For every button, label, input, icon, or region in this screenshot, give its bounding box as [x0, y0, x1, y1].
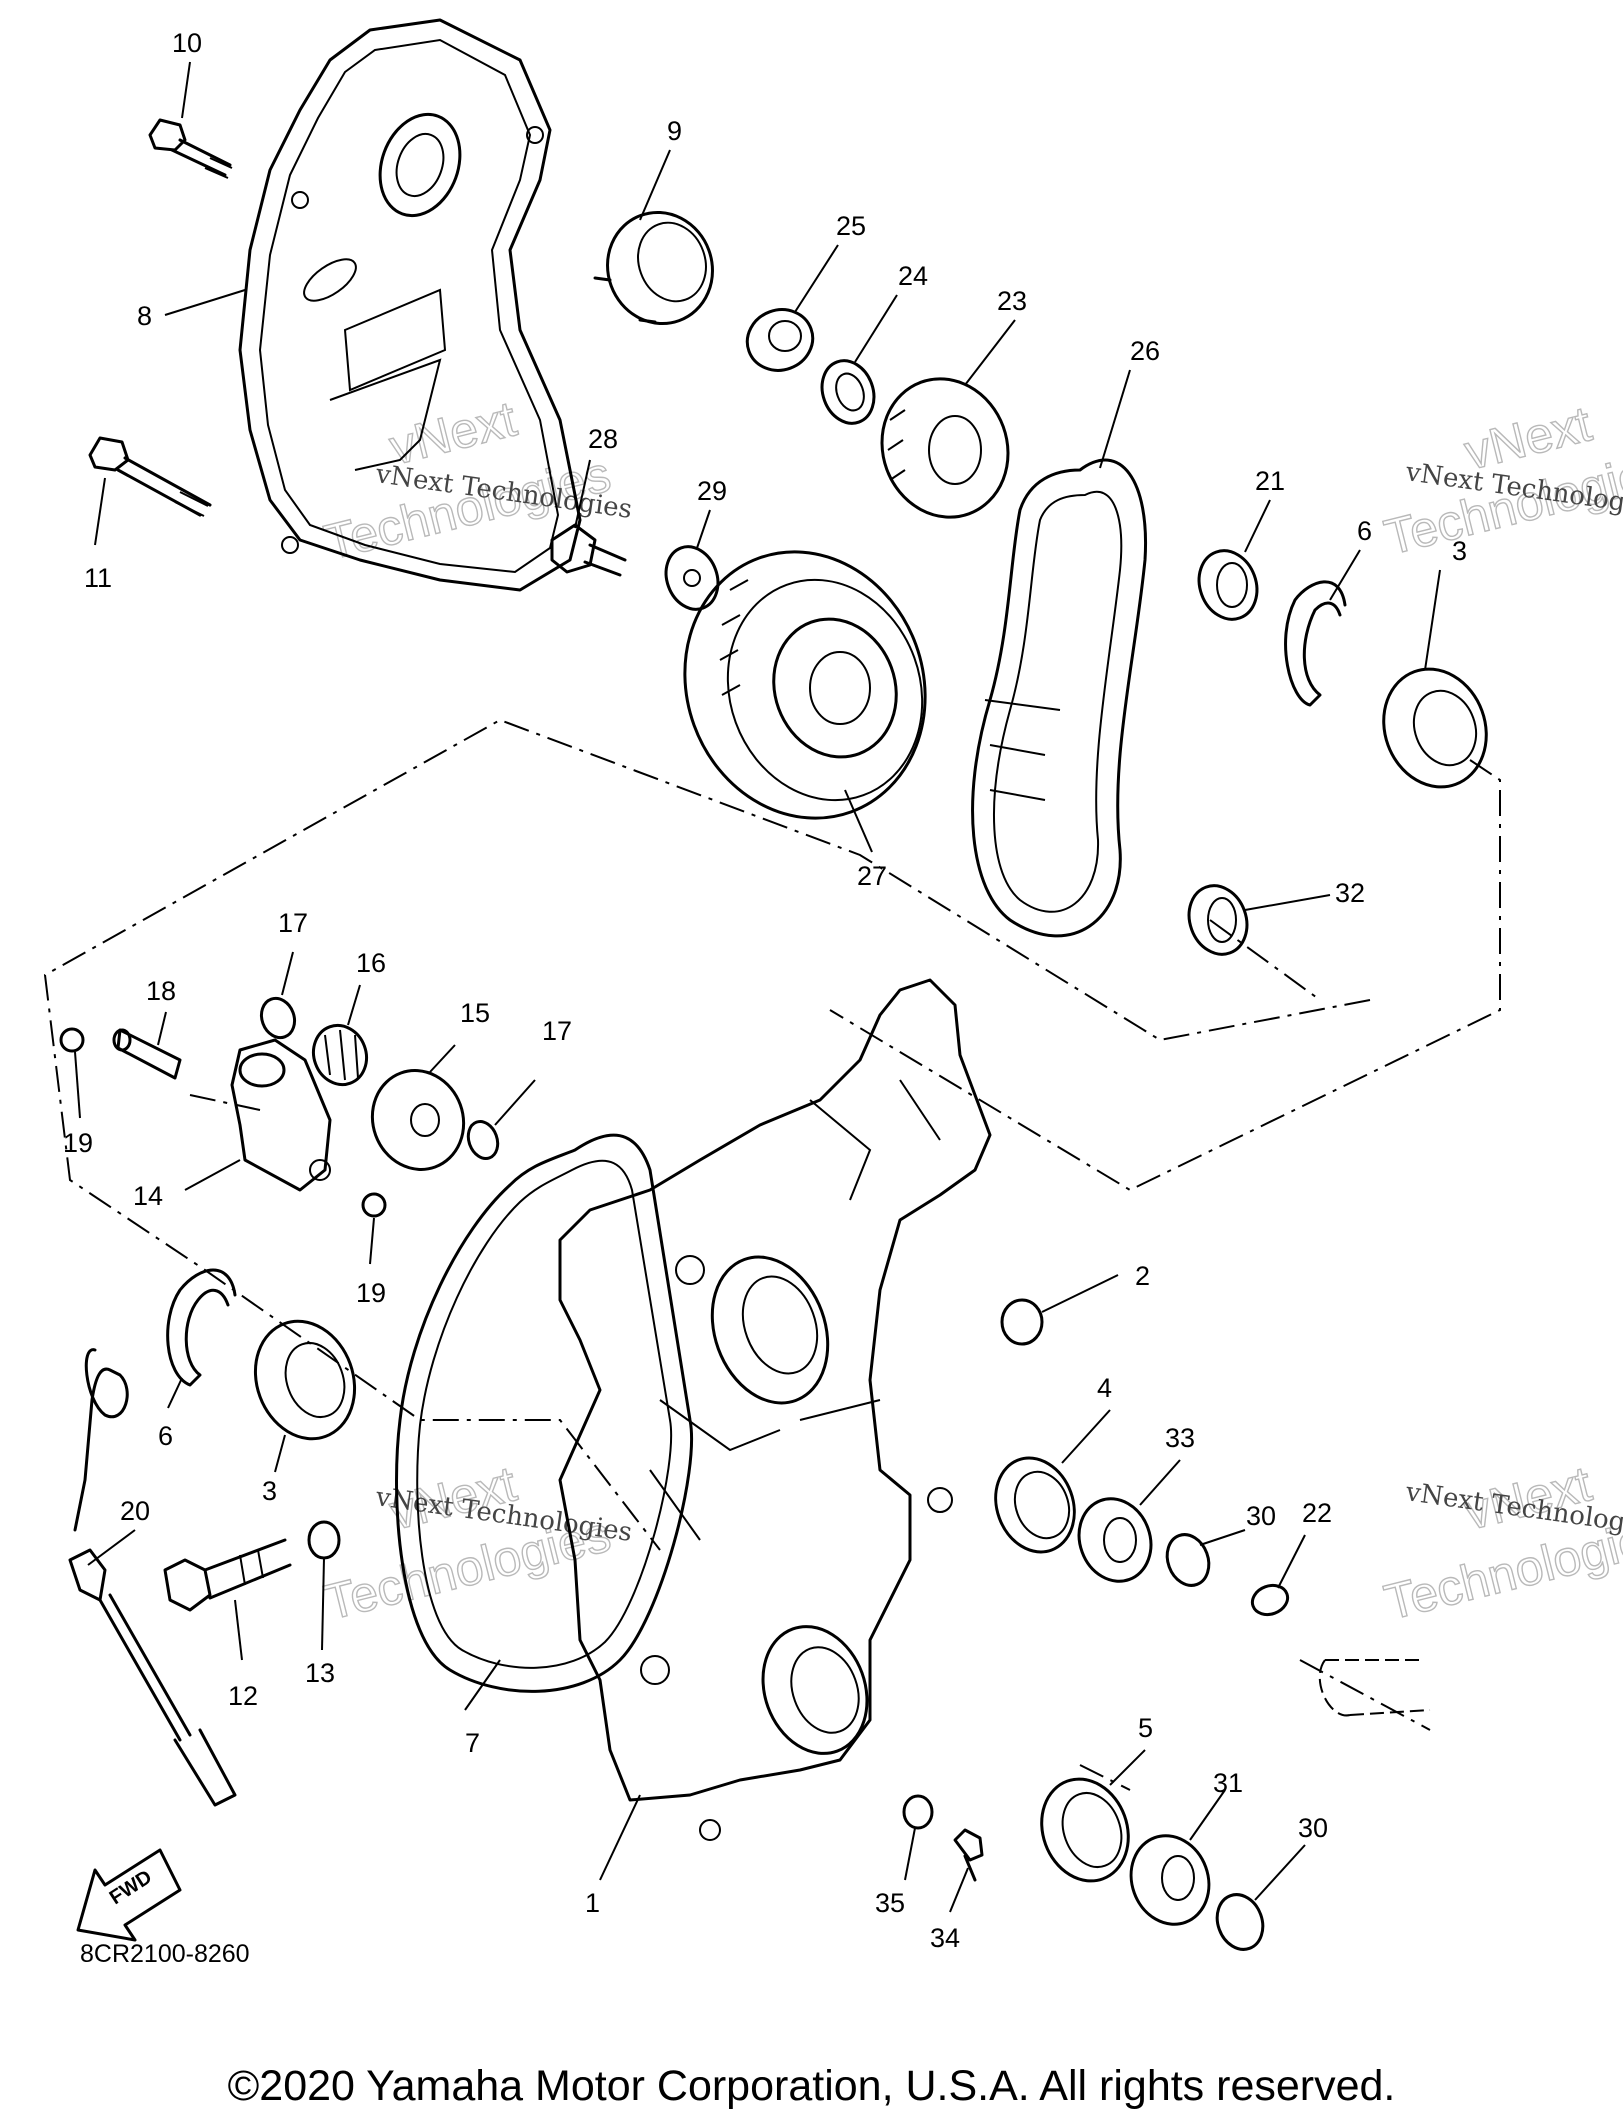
part-2-plug [1000, 1298, 1044, 1346]
part-9-bearing [593, 210, 714, 326]
callout-16: 16 [356, 948, 386, 978]
callout-30: 30 [1246, 1501, 1276, 1531]
drawing-code: 8CR2100-8260 [80, 1940, 250, 1968]
part-17-washer-upper [259, 996, 297, 1040]
callout-24: 24 [898, 261, 928, 291]
callout-17b: 17 [542, 1016, 572, 1046]
callout-30b: 30 [1298, 1813, 1328, 1843]
part-30-circlip-upper [1165, 1533, 1211, 1587]
part-33-bearing [1077, 1497, 1153, 1583]
part-15-roller [370, 1069, 466, 1171]
part-5-seal [1040, 1777, 1130, 1883]
part-32-seal [1187, 884, 1249, 956]
callout-8: 8 [137, 301, 152, 331]
copyright-notice: ©2020 Yamaha Motor Corporation, U.S.A. A… [227, 2062, 1396, 2110]
callout-35: 35 [875, 1888, 905, 1918]
callout-23: 23 [997, 286, 1027, 316]
part-28-bolt [550, 523, 627, 577]
callout-9: 9 [667, 116, 682, 146]
callout-1: 1 [585, 1888, 600, 1918]
part-23-sprocket [880, 377, 1010, 519]
callout-33: 33 [1165, 1423, 1195, 1453]
callout-7: 7 [465, 1728, 480, 1758]
callout-2: 2 [1135, 1261, 1150, 1291]
callout-3b: 3 [262, 1476, 277, 1506]
callout-14: 14 [133, 1181, 163, 1211]
callout-labels: 10 9 8 11 28 29 25 24 23 26 21 6 3 27 32… [63, 28, 1467, 1953]
part-16-roller-bearing [312, 1023, 368, 1087]
part-24-washer [820, 359, 876, 425]
callout-18: 18 [146, 976, 176, 1006]
part-12-bolt [163, 1538, 292, 1612]
part-20-dipstick [68, 1348, 237, 1807]
watermark-top-right: vNext Technologies vNext Technologies [1378, 395, 1623, 567]
callout-22: 22 [1302, 1498, 1332, 1528]
part-1-chaincase-housing [558, 978, 992, 1841]
callout-31: 31 [1213, 1768, 1243, 1798]
watermark-top-center: vNext Technologies vNext Technologies [318, 390, 634, 572]
callout-17: 17 [278, 908, 308, 938]
callout-11: 11 [84, 563, 112, 593]
part-14-tensioner-arm [230, 1038, 332, 1192]
callout-4: 4 [1097, 1373, 1112, 1403]
part-6-circlip-upper [1284, 580, 1347, 707]
part-7-drive-chain [395, 1133, 694, 1693]
callout-32: 32 [1335, 878, 1365, 908]
callout-34: 34 [930, 1923, 960, 1953]
fwd-label: FWD [106, 1866, 156, 1909]
callout-10: 10 [172, 28, 202, 58]
part-25-nut [745, 308, 815, 372]
part-10-bolt [148, 118, 233, 179]
part-8-chaincase-cover [238, 18, 582, 592]
part-30-circlip-lower [1215, 1893, 1265, 1951]
part-29-washer [664, 545, 720, 611]
part-19-clip-left [59, 1027, 85, 1053]
watermark-bottom-right: vNext Technologies vNext Technologies [1378, 1455, 1623, 1632]
part-21-bushing [1197, 549, 1259, 621]
callout-12: 12 [228, 1681, 258, 1711]
part-35-washer [902, 1794, 934, 1830]
callout-27: 27 [857, 861, 887, 891]
part-18-pin [112, 1028, 182, 1080]
part-27-large-sprocket [683, 550, 927, 820]
part-22-pin [1250, 1583, 1290, 1617]
callout-3: 3 [1452, 536, 1467, 566]
callout-29: 29 [697, 476, 727, 506]
assembly-lines [43, 718, 1501, 1791]
part-34-bolt [953, 1828, 984, 1882]
part-3-bearing-upper [1382, 667, 1488, 789]
callout-19b: 19 [356, 1278, 386, 1308]
callout-15: 15 [460, 998, 490, 1028]
callout-13: 13 [305, 1658, 335, 1688]
callout-26: 26 [1130, 336, 1160, 366]
part-13-nut [307, 1520, 341, 1560]
part-6-circlip-lower [166, 1268, 237, 1387]
callout-6: 6 [1357, 516, 1372, 546]
part-17-washer-lower [466, 1120, 500, 1160]
part-shaft-end [1318, 1659, 1431, 1717]
callout-19: 19 [63, 1128, 93, 1158]
callout-20: 20 [120, 1496, 150, 1526]
part-3-bearing-lower [253, 1319, 357, 1441]
part-26-chain [971, 458, 1148, 938]
leader-lines [74, 61, 1441, 1913]
callout-25: 25 [836, 211, 866, 241]
callout-28: 28 [588, 424, 618, 454]
watermark-bottom-center: vNext Technologies vNext Technologies [318, 1455, 634, 1632]
part-31-bearing [1129, 1834, 1211, 1926]
callout-5: 5 [1138, 1713, 1153, 1743]
fwd-arrow-icon: FWD [76, 1848, 182, 1942]
part-11-bolt [88, 436, 212, 517]
callout-6b: 6 [158, 1421, 173, 1451]
callout-21: 21 [1255, 466, 1285, 496]
part-4-seal [994, 1456, 1076, 1554]
part-19-clip-right [361, 1192, 387, 1218]
